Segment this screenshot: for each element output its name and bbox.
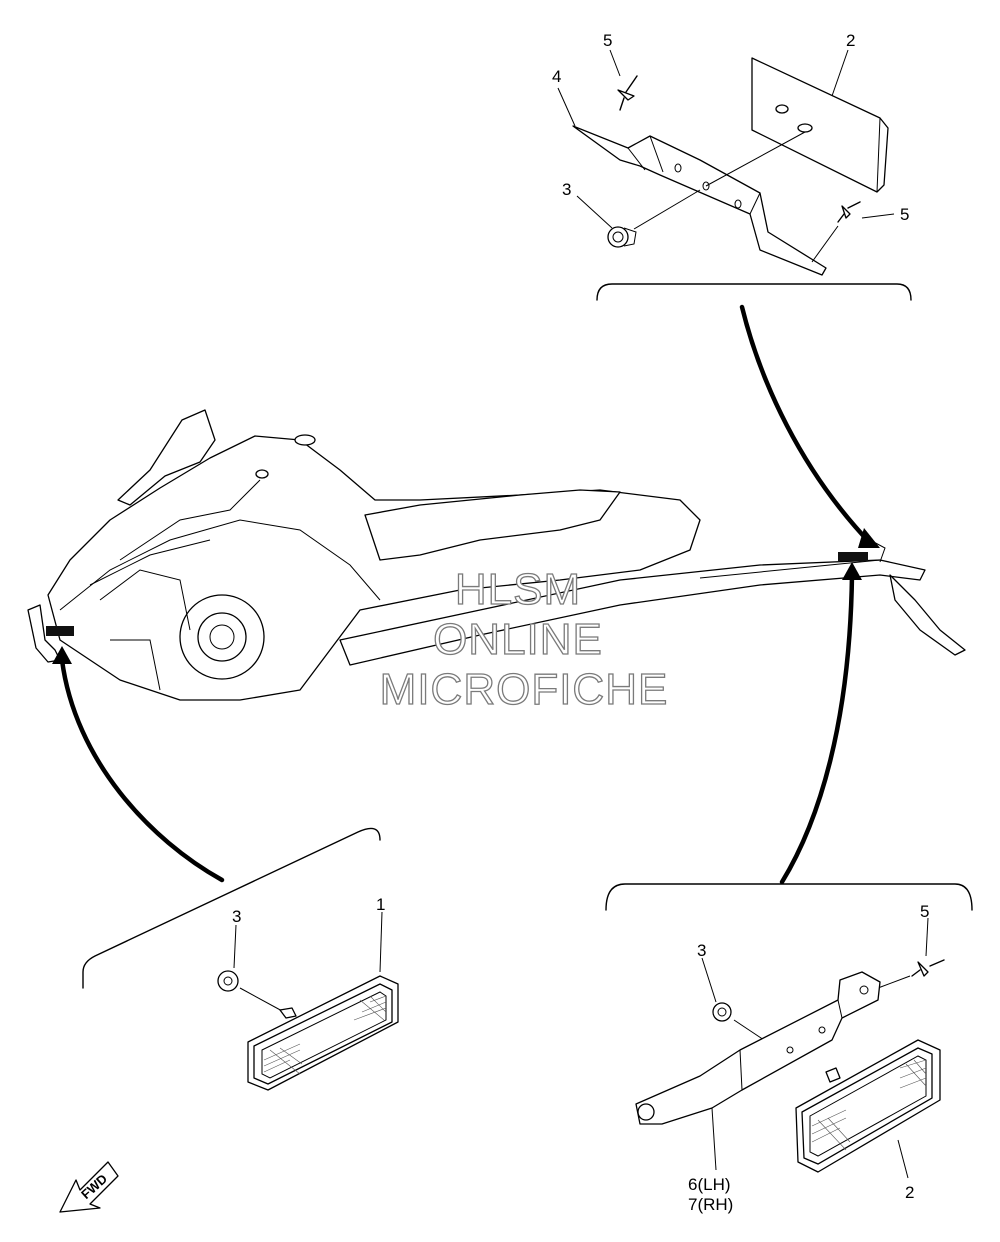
label-3-top: 3 xyxy=(562,180,571,199)
reflector-2-texture xyxy=(811,1059,927,1151)
label-6-lh: 6(LH) xyxy=(688,1175,731,1194)
label-3-right: 3 xyxy=(697,941,706,960)
label-5-top-right: 5 xyxy=(900,205,909,224)
label-5-bottom: 5 xyxy=(920,902,929,921)
detail-rear-upper: 4 5 2 3 5 xyxy=(552,31,912,301)
rivet-5-right xyxy=(837,201,861,223)
snowmobile-illustration xyxy=(27,409,966,701)
detail-front: 3 1 xyxy=(82,827,399,1091)
callout-bracket-left xyxy=(82,827,381,989)
reflector-1-texture xyxy=(263,995,387,1075)
rivet-5-bottom xyxy=(911,959,945,977)
label-1: 1 xyxy=(376,895,385,914)
detail-rear-lower: 3 5 6(LH) 7(RH) 2 xyxy=(605,883,973,1214)
watermark-line-1: HLSM xyxy=(455,565,581,614)
bracket-4 xyxy=(572,125,827,276)
label-3-left: 3 xyxy=(232,907,241,926)
callout-bracket-top xyxy=(596,283,912,301)
reflector-plate-top xyxy=(751,57,889,193)
label-2-bottom: 2 xyxy=(905,1183,914,1202)
bracket-6-7 xyxy=(635,971,881,1125)
rear-reflector-marker xyxy=(838,552,868,561)
reflector-1 xyxy=(247,975,399,1091)
label-7-rh: 7(RH) xyxy=(688,1195,733,1214)
reflector-plate-bottom xyxy=(795,1039,941,1173)
rivet-5-top xyxy=(617,75,638,111)
arrow-top-to-rear xyxy=(739,304,875,548)
fwd-arrow: FWD xyxy=(59,1161,119,1213)
watermark: HLSM ONLINE MICROFICHE xyxy=(379,564,669,714)
arrow-rear-to-detail xyxy=(779,572,855,885)
connector-arrows xyxy=(52,304,880,885)
label-2-top: 2 xyxy=(846,31,855,50)
label-5-top: 5 xyxy=(603,31,612,50)
nut-3-top xyxy=(607,226,637,248)
nut-3-right xyxy=(712,1002,732,1022)
watermark-line-3: MICROFICHE xyxy=(380,665,669,714)
callout-bracket-right xyxy=(605,883,973,911)
watermark-line-2: ONLINE xyxy=(433,615,603,664)
front-reflector-marker xyxy=(46,626,74,636)
nut-3-left xyxy=(217,970,239,992)
label-4: 4 xyxy=(552,67,561,86)
arrow-front-to-detail xyxy=(59,657,225,883)
